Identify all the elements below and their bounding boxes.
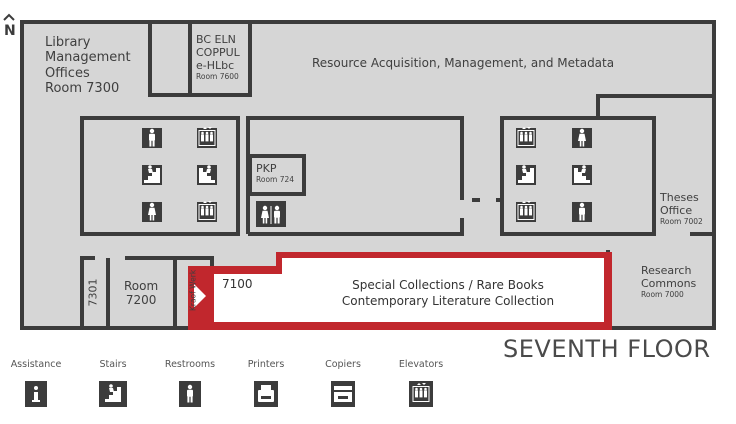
legend-label-copiers: Copiers	[325, 359, 361, 370]
elevator-icon	[197, 200, 217, 222]
highlighted-room-7100[interactable]	[188, 252, 612, 330]
room-label-resource-acquisition: Resource Acquisition, Management, and Me…	[312, 56, 615, 70]
restroom-men-icon	[572, 202, 592, 222]
copier-icon	[331, 381, 355, 407]
legend-label-assistance: Assistance	[10, 359, 62, 370]
north-arrow-icon	[3, 13, 15, 21]
elevator-icon	[516, 200, 536, 222]
stairs-icon	[142, 165, 162, 185]
walls	[20, 20, 716, 330]
stairs-icon	[516, 165, 536, 185]
info-icon	[25, 381, 47, 407]
restroom-women-icon	[142, 202, 162, 222]
highlight-room-name: Special Collections / Rare Books Contemp…	[341, 278, 555, 309]
stairs-icon	[99, 381, 127, 407]
elevator-icon	[197, 126, 217, 148]
restroom-women-icon	[572, 128, 592, 148]
elevator-icon	[516, 126, 536, 148]
room-label-7301: 7301	[86, 278, 100, 307]
elevator-icon	[409, 381, 433, 407]
restroom-men-icon	[142, 128, 162, 148]
room-label-research-commons: Research Commons Room 7000	[641, 264, 697, 299]
room-label-7200: Room 7200	[124, 279, 159, 308]
room-label-pkp: PKP Room 724	[256, 162, 295, 184]
highlight-room-number: 7100	[222, 277, 253, 291]
room-label-library-management: Library Management Offices Room 7300	[45, 35, 131, 96]
floor-title: SEVENTH FLOOR	[503, 335, 711, 363]
legend-label-printers: Printers	[247, 359, 285, 370]
room-label-vertical: Kraof Werk	[188, 269, 198, 312]
stairs-icon	[197, 165, 217, 185]
restroom-icon	[256, 201, 286, 227]
room-label-theses: Theses Office Room 7002	[660, 191, 703, 226]
room-label-bc-eln: BC ELN COPPUL e-HLbc Room 7600	[196, 33, 240, 81]
legend-label-stairs: Stairs	[99, 359, 127, 370]
stairs-icon	[572, 165, 592, 185]
north-label: N	[4, 23, 16, 39]
restroom-icon	[179, 381, 201, 407]
printer-icon	[254, 381, 278, 407]
legend-label-restrooms: Restrooms	[164, 359, 216, 370]
legend-label-elevators: Elevators	[398, 359, 444, 370]
